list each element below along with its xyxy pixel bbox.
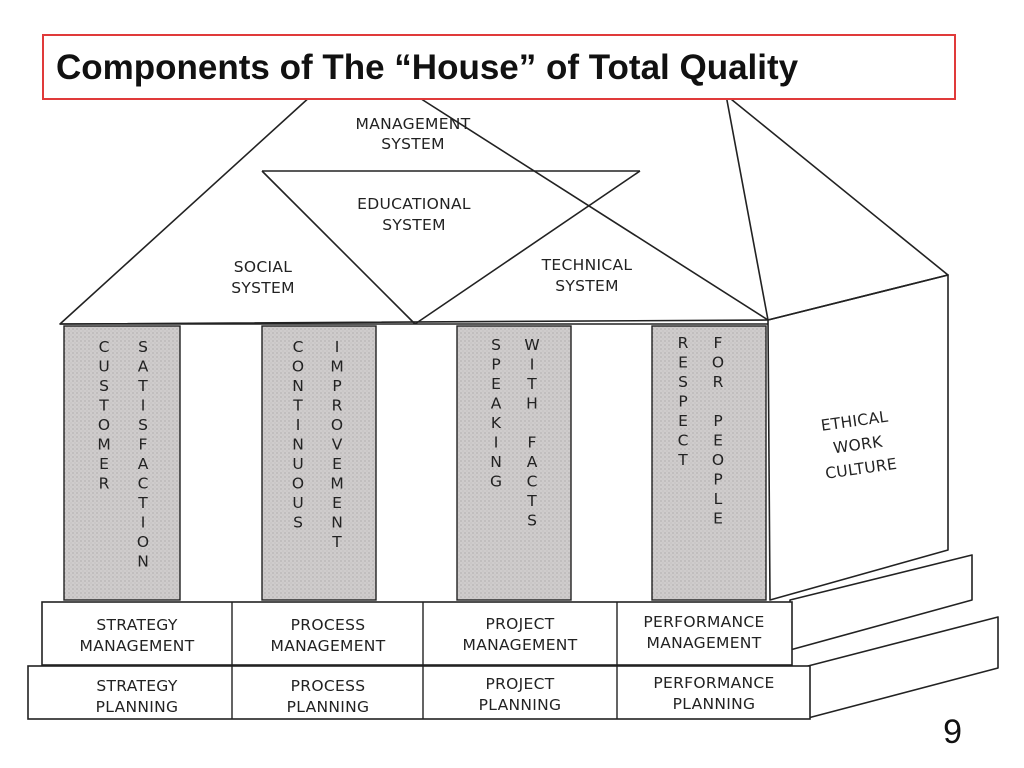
lower-foundation-2-line2: PLANNING	[287, 698, 370, 716]
side-step-lower	[807, 616, 999, 719]
roof-top-label-line2: SYSTEM	[381, 135, 445, 153]
side-gable	[725, 94, 949, 321]
lower-foundation-1-line2: PLANNING	[96, 698, 179, 716]
roof-left-label-line2: SYSTEM	[231, 279, 295, 297]
roof-left-label-line1: SOCIAL	[234, 258, 293, 276]
roof-right-label-line1: TECHNICAL	[541, 256, 633, 274]
pillar-continuous-improvement	[261, 325, 377, 601]
title-box: Components of The “House” of Total Quali…	[42, 34, 956, 100]
roof-top-label-line1: MANAGEMENT	[356, 115, 471, 133]
upper-foundation	[41, 601, 793, 666]
pillars	[63, 325, 767, 601]
upper-foundation-2-line1: PROCESS	[291, 616, 366, 634]
lower-foundation-3-line1: PROJECT	[485, 675, 554, 693]
pillar-respect-for-people	[651, 325, 767, 601]
lower-foundation-4-line2: PLANNING	[673, 695, 756, 713]
lower-foundation-3-line2: PLANNING	[479, 696, 562, 714]
side-wall-label-line1: ETHICAL	[820, 408, 890, 435]
side-wall	[767, 274, 949, 601]
roof-line-right	[414, 170, 641, 325]
roof-line-left	[261, 170, 416, 325]
lower-foundation-2-line1: PROCESS	[291, 677, 366, 695]
upper-foundation-2-line2: MANAGEMENT	[271, 637, 386, 655]
upper-foundation-1-line2: MANAGEMENT	[80, 637, 195, 655]
upper-foundation-3-line1: PROJECT	[485, 615, 554, 633]
pillar-speaking-with-facts	[456, 325, 572, 601]
slide-number: 9	[943, 713, 962, 751]
roof-right-label-line2: SYSTEM	[555, 277, 619, 295]
lower-foundation-4-line1: PERFORMANCE	[653, 674, 774, 692]
side-wall-label-line2: WORK	[832, 433, 884, 458]
upper-foundation-3-line2: MANAGEMENT	[463, 636, 578, 654]
lower-foundation	[27, 665, 811, 720]
roof-middle-label-line1: EDUCATIONAL	[357, 195, 471, 213]
side-wall-label-line3: CULTURE	[824, 455, 898, 483]
upper-foundation-4-line2: MANAGEMENT	[647, 634, 762, 652]
upper-foundation-4-line1: PERFORMANCE	[643, 613, 764, 631]
roof-middle-label-line2: SYSTEM	[382, 216, 446, 234]
slide-title: Components of The “House” of Total Quali…	[56, 48, 799, 87]
upper-foundation-1-line1: STRATEGY	[96, 616, 177, 634]
lower-foundation-1-line1: STRATEGY	[96, 677, 177, 695]
pillar-customer-satisfaction	[63, 325, 181, 601]
